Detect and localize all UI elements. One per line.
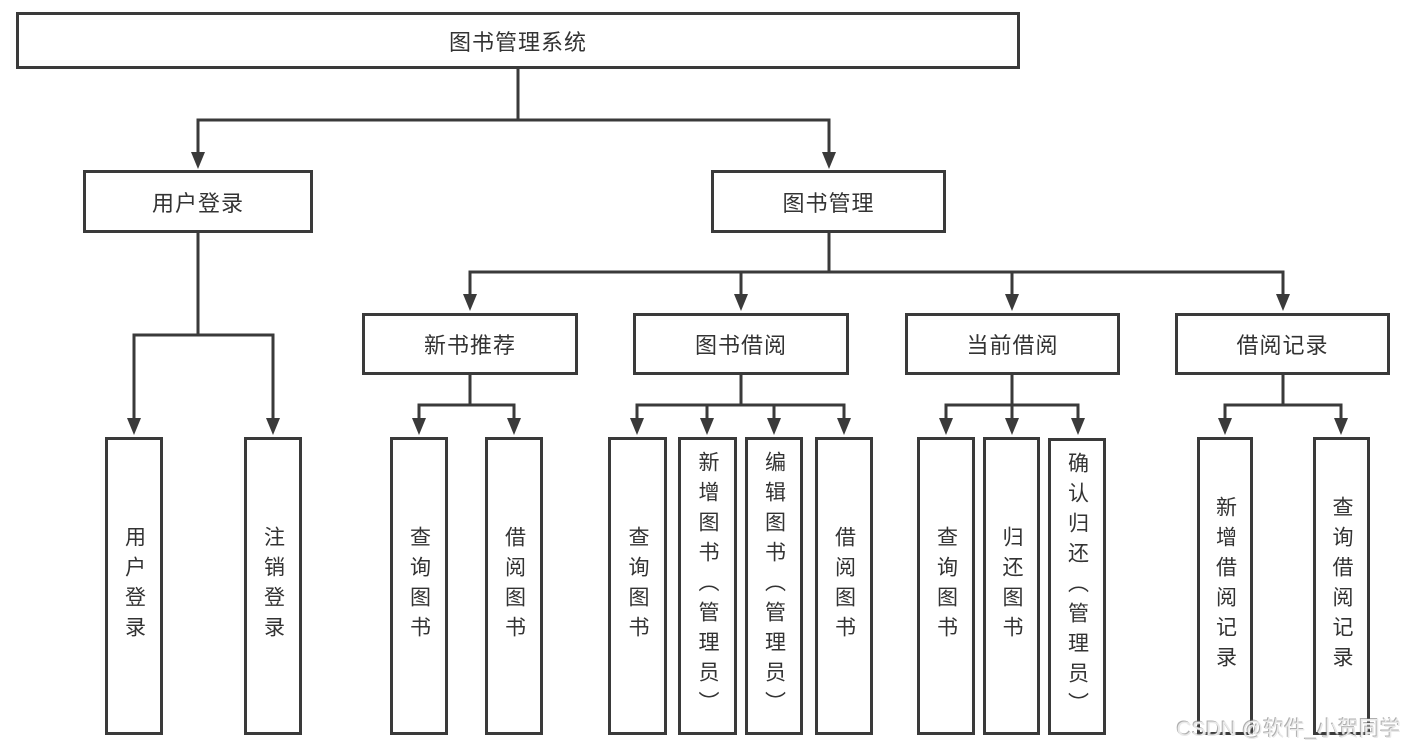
connector-book-management-children (463, 233, 1290, 311)
node-bb-borrow-books: 借阅图书 (815, 437, 873, 735)
node-cb-return-books: 归还图书 (983, 437, 1040, 735)
node-cb-return-books-label: 归还图书 (1000, 526, 1023, 646)
node-nbr-borrow-books-label: 借阅图书 (502, 526, 526, 646)
node-bb-add-books: 新增图书（管理员） (678, 437, 737, 735)
node-new-book-recommend-label: 新书推荐 (423, 333, 516, 358)
node-nbr-query-books: 查询图书 (390, 437, 448, 735)
node-cb-confirm-return: 确认归还（管理员） (1048, 438, 1106, 735)
node-book-management-label: 图书管理 (782, 190, 875, 216)
node-book-management: 图书管理 (711, 170, 946, 233)
node-borrowing-records-label: 借阅记录 (1236, 333, 1329, 358)
node-bb-query-books: 查询图书 (608, 437, 667, 735)
connector-root-to-level2 (191, 69, 836, 169)
csdn-watermark: CSDN @软件_小贺同学 (1176, 718, 1401, 741)
node-user-login-action-label: 用户登录 (122, 526, 146, 646)
connector-new-book-recommend-children (412, 375, 521, 435)
node-book-borrowing: 图书借阅 (633, 313, 849, 375)
connector-borrowing-records-children (1218, 375, 1348, 435)
node-user-login-action: 用户登录 (105, 437, 163, 735)
connector-current-borrowing-children (939, 375, 1085, 435)
connector-user-login-children (127, 233, 280, 435)
node-cb-query-books: 查询图书 (917, 437, 975, 735)
node-bb-query-books-label: 查询图书 (626, 526, 649, 646)
node-br-query-record-label: 查询借阅记录 (1330, 496, 1353, 676)
node-bb-add-books-label: 新增图书（管理员） (696, 451, 719, 721)
node-br-query-record: 查询借阅记录 (1313, 437, 1370, 735)
node-library-system: 图书管理系统 (16, 12, 1020, 69)
connector-book-borrowing-children (630, 375, 851, 435)
node-user-login-label: 用户登录 (151, 190, 244, 216)
node-new-book-recommend: 新书推荐 (362, 313, 578, 375)
node-logout-action: 注销登录 (244, 437, 302, 735)
node-bb-borrow-books-label: 借阅图书 (832, 526, 856, 646)
node-user-login: 用户登录 (83, 170, 313, 233)
node-bb-edit-books-label: 编辑图书（管理员） (762, 451, 786, 721)
node-library-system-label: 图书管理系统 (448, 29, 587, 55)
node-cb-query-books-label: 查询图书 (934, 526, 958, 646)
node-current-borrowing: 当前借阅 (905, 313, 1120, 375)
node-bb-edit-books: 编辑图书（管理员） (745, 437, 803, 735)
node-book-borrowing-label: 图书借阅 (694, 333, 787, 358)
node-nbr-borrow-books: 借阅图书 (485, 437, 543, 735)
node-current-borrowing-label: 当前借阅 (966, 333, 1059, 358)
node-br-add-record: 新增借阅记录 (1197, 437, 1253, 735)
node-cb-confirm-return-label: 确认归还（管理员） (1065, 451, 1089, 722)
node-nbr-query-books-label: 查询图书 (407, 526, 431, 646)
node-br-add-record-label: 新增借阅记录 (1213, 496, 1237, 676)
node-borrowing-records: 借阅记录 (1175, 313, 1390, 375)
node-logout-action-label: 注销登录 (261, 526, 285, 646)
